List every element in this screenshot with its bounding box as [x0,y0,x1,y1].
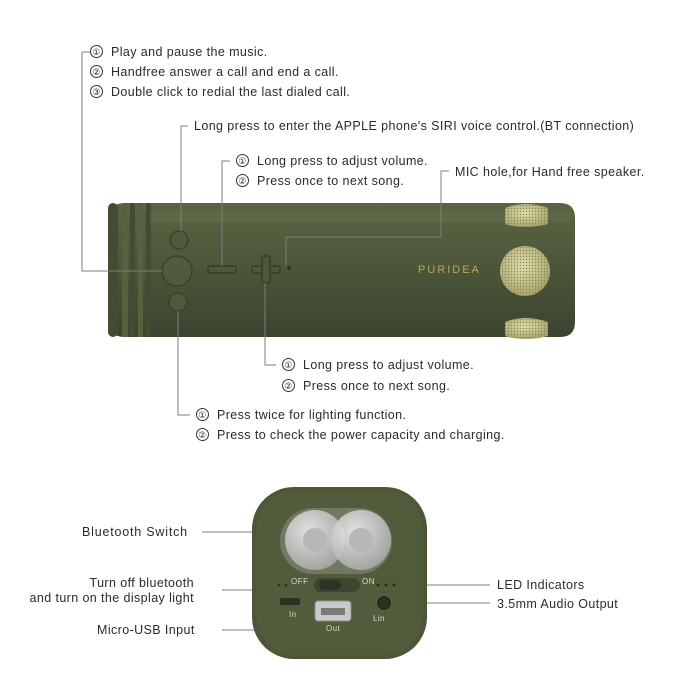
siri-callout: Long press to enter the APPLE phone's SI… [194,119,635,133]
minus-next-text: Press once to next song. [257,174,405,188]
bluetooth-switch-label: Bluetooth Switch [82,525,188,539]
turn-off-label-1: Turn off bluetooth [89,576,194,590]
light-callout-2: ② Press to check the power capacity and c… [196,427,505,443]
audio-jack[interactable] [377,596,391,610]
number-badge: ② [236,174,249,187]
play-pause-button[interactable] [161,255,193,287]
led-indicator [284,583,288,587]
on-label: ON [362,577,375,586]
minus-callout-2: ② Press once to next song. [236,173,404,189]
led-indicator [277,583,281,587]
play-callout-3: ③ Double click to redial the last dialed … [90,84,350,100]
out-label: Out [326,624,341,633]
light-button[interactable] [168,292,188,312]
play-pause-text: Play and pause the music. [111,45,268,59]
play-callout-1: ① Play and pause the music. [90,44,268,60]
siri-button[interactable] [169,230,189,250]
led-indicator [376,583,380,587]
plus-callout-2: ② Press once to next song. [282,378,450,394]
brand-logo: PURIDEA [418,264,481,276]
number-badge: ③ [90,85,103,98]
speaker-back [252,487,427,659]
in-label: In [289,610,297,619]
micro-usb-label: Micro-USB Input [97,623,195,637]
led-indicator [384,583,388,587]
number-badge: ② [90,65,103,78]
speaker-body [108,203,575,337]
number-badge: ① [90,45,103,58]
plus-next-text: Press once to next song. [303,379,451,393]
light-callout-1: ① Press twice for lighting function. [196,407,406,423]
minus-callout-1: ① Long press to adjust volume. [236,153,428,169]
led-label: LED Indicators [497,578,585,592]
off-label: OFF [291,577,309,586]
audio-output-label: 3.5mm Audio Output [497,597,619,611]
mic-hole [287,266,291,270]
number-badge: ② [196,428,209,441]
redial-text: Double click to redial the last dialed c… [111,85,351,99]
handfree-text: Handfree answer a call and end a call. [111,65,339,79]
lin-label: Lin [373,614,385,623]
number-badge: ① [282,358,295,371]
plus-button[interactable] [251,255,281,284]
led-indicator [392,583,396,587]
number-badge: ① [236,154,249,167]
minus-button[interactable] [207,265,237,274]
number-badge: ② [282,379,295,392]
play-callout-2: ② Handfree answer a call and end a call. [90,64,339,80]
minus-volume-text: Long press to adjust volume. [257,154,429,168]
number-badge: ① [196,408,209,421]
micro-usb-port[interactable] [280,598,300,605]
plus-callout-1: ① Long press to adjust volume. [282,357,474,373]
speaker-grille [500,204,550,339]
turn-off-label-2: and turn on the display light [29,591,194,605]
plus-volume-text: Long press to adjust volume. [303,358,475,372]
mic-callout: MIC hole,for Hand free speaker. [455,165,645,179]
lighting-text: Press twice for lighting function. [217,408,407,422]
power-text: Press to check the power capacity and ch… [217,428,505,442]
